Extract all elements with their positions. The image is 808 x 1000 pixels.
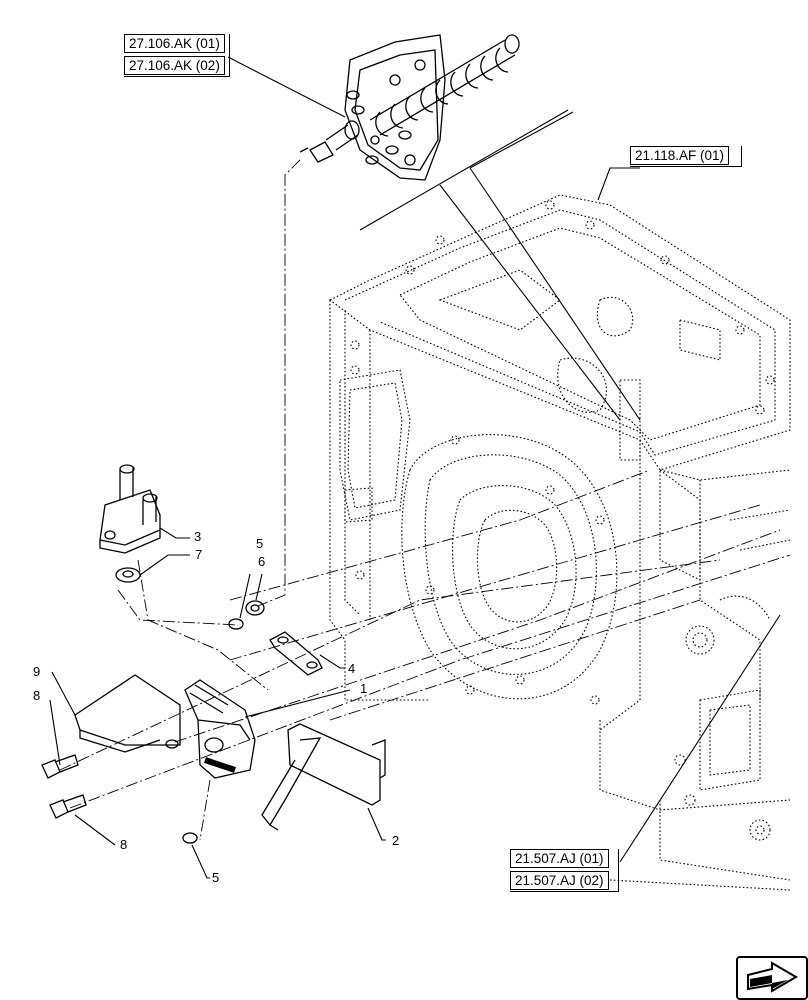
callout-8-top: 8 [33, 688, 41, 703]
ref-link-transmission-housing[interactable]: 21.118.AF (01) [630, 146, 730, 165]
part-2-bracket [261, 723, 386, 831]
part-4-link [269, 631, 323, 676]
transmission-housing [328, 194, 791, 891]
steering-control-valve [299, 34, 520, 181]
callout-6: 6 [258, 554, 266, 569]
leader-lines [49, 56, 781, 879]
part-1-lever [184, 679, 256, 779]
part-8-bolts [41, 754, 87, 819]
ref-frame-transmission [630, 146, 742, 167]
part-5-6-clips [182, 600, 265, 844]
ref-link-rear-axle-01[interactable]: 21.507.AJ (01) [510, 849, 609, 868]
callout-2: 2 [392, 833, 400, 848]
next-page-arrow-icon [747, 961, 798, 993]
ref-link-steering-valve-02[interactable]: 27.106.AK (02) [124, 56, 225, 75]
callout-5-bottom: 5 [212, 870, 220, 885]
callout-9: 9 [33, 664, 41, 679]
ref-frame-steering [124, 34, 230, 77]
callout-8-bottom: 8 [120, 837, 128, 852]
assembly-lines [59, 159, 791, 841]
callout-3: 3 [194, 529, 202, 544]
ref-frame-rear-axle [510, 849, 619, 892]
part-7-washer [115, 567, 141, 583]
ref-link-steering-valve-01[interactable]: 27.106.AK (01) [124, 34, 225, 53]
ref-link-rear-axle-02[interactable]: 21.507.AJ (02) [510, 871, 609, 890]
callout-1: 1 [360, 681, 368, 696]
callout-7: 7 [195, 547, 203, 562]
callout-5-top: 5 [256, 536, 264, 551]
part-3-bracket [99, 464, 161, 554]
callout-4: 4 [348, 661, 356, 676]
part-9-cover [74, 674, 181, 753]
next-page-button[interactable] [736, 956, 808, 1000]
